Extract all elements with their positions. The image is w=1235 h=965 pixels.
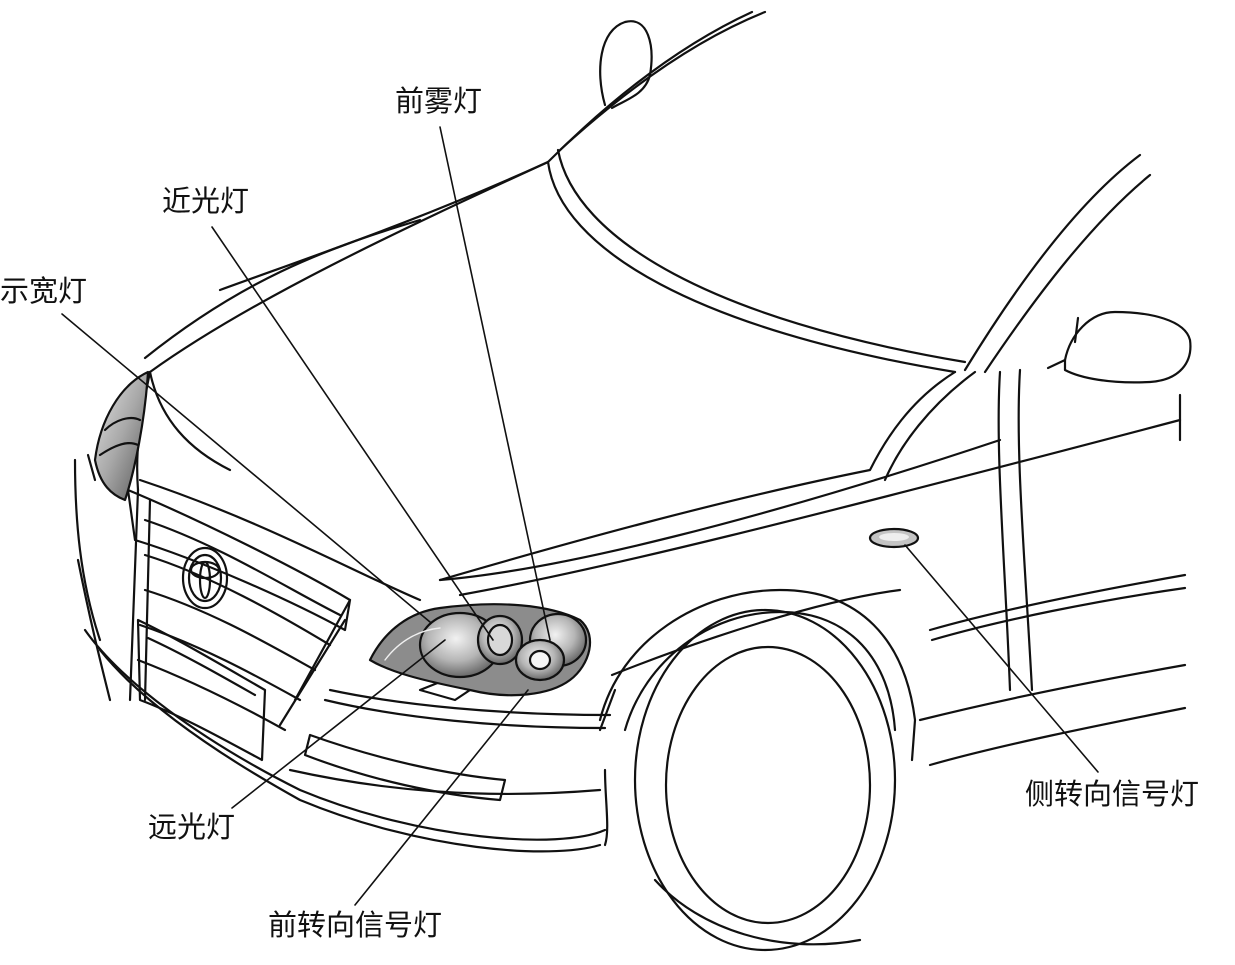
brand-emblem [181,546,229,610]
front-wheel [598,588,917,952]
label-fog-light: 前雾灯 [395,84,483,118]
leader-fog-light [439,126,551,641]
side-mirror [1046,310,1192,384]
side-turn-signal-lamp [868,527,920,549]
inner-mirror [599,20,653,110]
grille [126,488,352,732]
label-position-light: 示宽灯 [0,274,88,308]
leader-side-turn-signal [904,544,1099,773]
label-side-turn-signal: 侧转向信号灯 [1025,777,1200,811]
label-low-beam: 近光灯 [162,184,250,218]
a-pillar [963,153,1152,374]
windshield-frame [546,10,967,374]
label-front-turn-signal: 前转向信号灯 [268,908,443,942]
hood [136,160,977,602]
front-bumper [73,453,617,853]
leader-front-turn-signal [354,689,529,906]
leader-low-beam [211,226,494,641]
leader-position-light [61,313,431,623]
headlamp-cluster [368,603,591,697]
leader-high-beam [231,639,446,809]
body-side [438,368,1187,767]
corner-lamp [93,370,150,502]
leader-lines [61,126,1099,906]
label-high-beam: 远光灯 [148,810,236,844]
